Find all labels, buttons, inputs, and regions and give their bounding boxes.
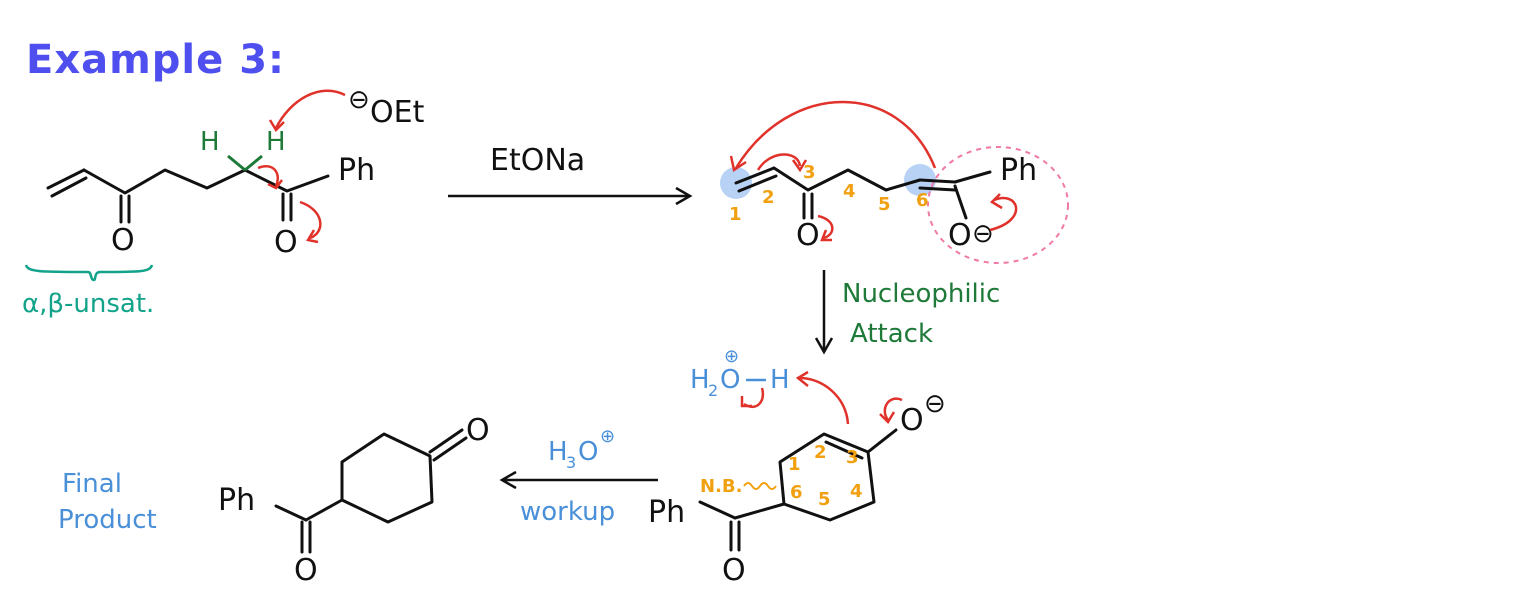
curly-arrowhead <box>791 159 808 173</box>
curly-arrowhead <box>879 411 896 425</box>
hydronium-charge: ⊕ <box>724 346 739 367</box>
curly-arrow-ch-to-cc <box>257 165 279 187</box>
curly-arrow-o-to-cc <box>883 397 903 421</box>
enolate-o-ketone: O <box>796 218 820 253</box>
ring-num-1: 1 <box>788 454 801 475</box>
product-o-carbonyl: O <box>294 553 318 588</box>
step3-reagent-charge: ⊕ <box>600 426 615 447</box>
curly-arrow-c6-to-c1 <box>734 100 937 169</box>
curly-arrowhead <box>268 119 285 133</box>
step3-workup: workup <box>520 497 615 527</box>
hydronium-o: O <box>720 365 740 395</box>
reactant-o-ketone2: O <box>274 225 298 260</box>
enolate-num-1: 1 <box>729 204 742 225</box>
curly-arrowhead <box>267 179 283 190</box>
base-oet: OEt <box>370 95 425 130</box>
curly-arrow-c1c2-to-c3 <box>756 153 802 171</box>
curly-arrowhead <box>795 370 809 387</box>
curly-arrowhead <box>740 396 752 408</box>
curly-arrow-co-to-o <box>299 200 322 240</box>
brace-annotation <box>24 264 154 282</box>
alpha-beta-unsat-label: α,β-unsat. <box>22 289 154 319</box>
product-molecule <box>274 428 468 554</box>
reactant-o-ketone1: O <box>111 223 135 258</box>
enolate-o-enolate: O <box>948 218 972 253</box>
enolate-molecule <box>734 166 992 220</box>
ring-num-3: 3 <box>846 447 859 468</box>
step3-reagent-h: H <box>548 437 568 467</box>
ring-ph: Ph <box>648 495 685 530</box>
reactant-h-left: H <box>200 127 220 157</box>
curly-arrowhead <box>729 155 747 173</box>
curly-arrow-co <box>817 214 834 240</box>
reactant-ph: Ph <box>338 153 375 188</box>
enolate-num-5: 5 <box>878 194 891 215</box>
final-product-label-line1: Final <box>62 469 122 499</box>
product-o-ring: O <box>466 413 490 448</box>
ring-intermediate <box>698 428 898 552</box>
step1-reagent: EtONa <box>490 143 585 178</box>
curly-arrowhead <box>820 229 832 242</box>
ring-num-6: 6 <box>790 482 803 503</box>
final-product-label-line2: Product <box>58 505 157 535</box>
ring-num-4: 4 <box>850 481 863 502</box>
enolate-num-3: 3 <box>803 162 816 183</box>
step3-reagent-sub: 3 <box>566 453 576 472</box>
arrowhead <box>675 186 693 206</box>
ring-nb-label: N.B. <box>700 476 742 497</box>
nb-squiggle <box>743 482 777 490</box>
curly-arrowhead <box>989 193 1003 210</box>
ring-o-charge: ⊖ <box>924 389 946 419</box>
hydronium-sub: 2 <box>708 381 718 400</box>
base-charge: ⊖ <box>348 85 370 115</box>
arrowhead <box>814 337 834 355</box>
product-ph: Ph <box>218 483 255 518</box>
step2-label-line1: Nucleophilic <box>842 279 1000 309</box>
reactant-molecule <box>46 154 330 224</box>
arrowhead <box>499 470 517 490</box>
curly-arrow-base-to-h <box>274 89 346 129</box>
curly-arrowhead <box>306 229 319 244</box>
example-title: Example 3: <box>26 37 285 83</box>
curly-arrow-o-to-co <box>989 196 1018 232</box>
reactant-h-right: H <box>266 127 286 157</box>
enolate-o-charge: ⊖ <box>972 219 994 249</box>
curly-arrow-cc-to-h <box>799 376 850 425</box>
dashed-circle-enolate <box>927 146 1069 264</box>
step2-label-line2: Attack <box>850 319 933 349</box>
enolate-num-6: 6 <box>916 190 929 211</box>
ring-o-enolate: O <box>900 403 924 438</box>
hydronium-h: H <box>770 365 790 395</box>
ring-o-carbonyl: O <box>722 553 746 588</box>
hydronium-h2: H <box>690 365 710 395</box>
step3-reagent-o: O <box>578 437 598 467</box>
ring-num-2: 2 <box>814 442 827 463</box>
curly-arrow-oh-to-o <box>743 387 765 409</box>
enolate-num-4: 4 <box>843 181 856 202</box>
enolate-num-2: 2 <box>762 187 775 208</box>
enolate-ph: Ph <box>1000 153 1037 188</box>
ring-num-5: 5 <box>818 489 831 510</box>
